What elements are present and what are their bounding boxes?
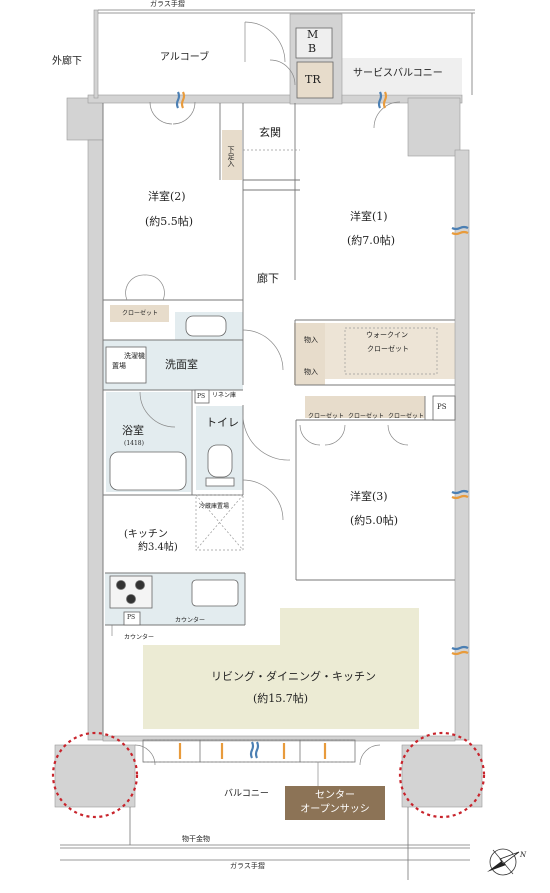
balcony-label: バルコニー [224, 789, 269, 799]
alcove-label: アルコーブ [160, 52, 210, 63]
wall-balcony-left [54, 744, 136, 808]
wall-top-left [87, 94, 301, 104]
closet-w3-fill [305, 396, 425, 418]
shoe-cabinet-fill [222, 130, 242, 180]
western-2-name: 洋室(2) [148, 190, 186, 203]
toilet-tank [205, 477, 235, 487]
closet-w3-label-3: クローゼット [388, 413, 425, 420]
closet-w2-label: クローゼット [122, 310, 159, 317]
ldk-size: (約15.7帖) [253, 692, 309, 705]
trunk-room-box [296, 61, 334, 99]
washbasin [185, 315, 227, 337]
drying-hardware-label: 物干金物 [182, 835, 210, 843]
kitchen-name-line: (キッチン [124, 529, 168, 540]
shoe-cabinet-label: 下足入 [227, 146, 235, 167]
storage-top-label: 物入 [304, 336, 318, 344]
interior-lines [102, 103, 455, 736]
bathtub [109, 451, 187, 491]
wall-right [454, 149, 470, 741]
walls [54, 9, 483, 808]
toilet-bowl [207, 444, 233, 478]
kitchen-name: キッチン [127, 529, 168, 540]
ps-box-closet [432, 395, 456, 421]
kitchen-size: 約3.4帖 [138, 542, 174, 553]
western-1-name: 洋室(1) [350, 210, 388, 223]
area-fills [103, 58, 462, 729]
ps-kitchen-label: PS [127, 614, 136, 621]
hallway-label: 廊下 [257, 272, 279, 285]
walk-in-closet-label-1: ウォークイン [366, 331, 408, 339]
ps-box-kitchen [123, 611, 141, 626]
closet-w3-label-1: クローゼット [308, 413, 345, 420]
service-balcony-label: サービスバルコニー [353, 68, 443, 79]
western-1-size: (約7.0帖) [347, 234, 396, 247]
closet-w3-label-2: クローゼット [348, 413, 385, 420]
washer-box [105, 346, 147, 384]
trunk-room-label: TR [305, 73, 321, 86]
kitchen-sink [191, 579, 239, 607]
ps-box-wash [194, 389, 210, 404]
storage-bottom-label: 物入 [304, 368, 318, 376]
walk-in-closet-label-2: クローゼット [367, 345, 409, 353]
wall-left [87, 139, 104, 741]
center-open-sash-badge: センター オープンサッシ [285, 786, 385, 820]
sash-frame [142, 739, 356, 763]
washer-area-label-1: 洗濯機 [124, 352, 145, 360]
highlight-circles [51, 731, 486, 819]
wall-left-column [66, 97, 104, 141]
railings [60, 9, 475, 880]
label-connectors [111, 625, 319, 786]
glass-railing-bottom-label: ガラス手摺 [230, 862, 265, 870]
washer-area-label-2: 置場 [112, 362, 126, 370]
western-2-size: (約5.5帖) [145, 215, 194, 228]
wall-alcove-left [93, 9, 99, 99]
fridge-area-label: 冷蔵庫置場 [199, 503, 230, 510]
ps-closet-label: PS [437, 403, 447, 411]
kitchen-size-line: 約3.4帖) [138, 542, 178, 553]
western-3-size: (約5.0帖) [350, 514, 399, 527]
mb-label-m: M [307, 28, 319, 41]
outer-corridor-label: 外廊下 [52, 56, 82, 67]
storage-fill [294, 323, 325, 385]
linen-shelf-label: リネン庫 [212, 392, 237, 399]
closet-w2-fill [110, 305, 169, 322]
wall-bottom [102, 735, 456, 742]
wall-balcony-right [401, 744, 483, 808]
wall-right-column [407, 97, 461, 157]
center-open-sash-line-1: センター [315, 790, 355, 801]
washroom-label: 洗面室 [165, 358, 198, 371]
burner-2 [135, 580, 145, 590]
fixtures [105, 27, 456, 626]
bathroom-name: 浴室 [122, 424, 144, 437]
toilet-label: トイレ [206, 416, 239, 429]
compass-icon [487, 848, 520, 876]
western-3-name: 洋室(3) [350, 490, 388, 503]
bathroom-size: (1418) [124, 440, 144, 447]
service-balcony-fill [342, 58, 462, 94]
ldk-highlight-upper [280, 608, 419, 648]
ps-washroom-label: PS [197, 393, 206, 400]
mb-box [295, 27, 333, 59]
door-swings [125, 21, 409, 766]
ldk-highlight [143, 645, 419, 729]
compass-north-label: N [520, 851, 527, 859]
mb-label-b: B [308, 42, 317, 55]
counter-small-label: カウンター [124, 634, 155, 641]
walk-in-closet-fill [325, 323, 456, 379]
glass-railing-top-label: ガラス手摺 [150, 0, 185, 8]
burner-1 [116, 580, 126, 590]
airflow-markers [175, 91, 469, 759]
center-open-sash-line-2: オープンサッシ [300, 804, 370, 815]
entrance-label: 玄関 [259, 126, 281, 139]
counter-kitchen-label: カウンター [175, 617, 206, 624]
wall-top-right [341, 94, 463, 104]
ldk-name: リビング・ダイニング・キッチン [211, 670, 376, 683]
burner-3 [126, 594, 136, 604]
